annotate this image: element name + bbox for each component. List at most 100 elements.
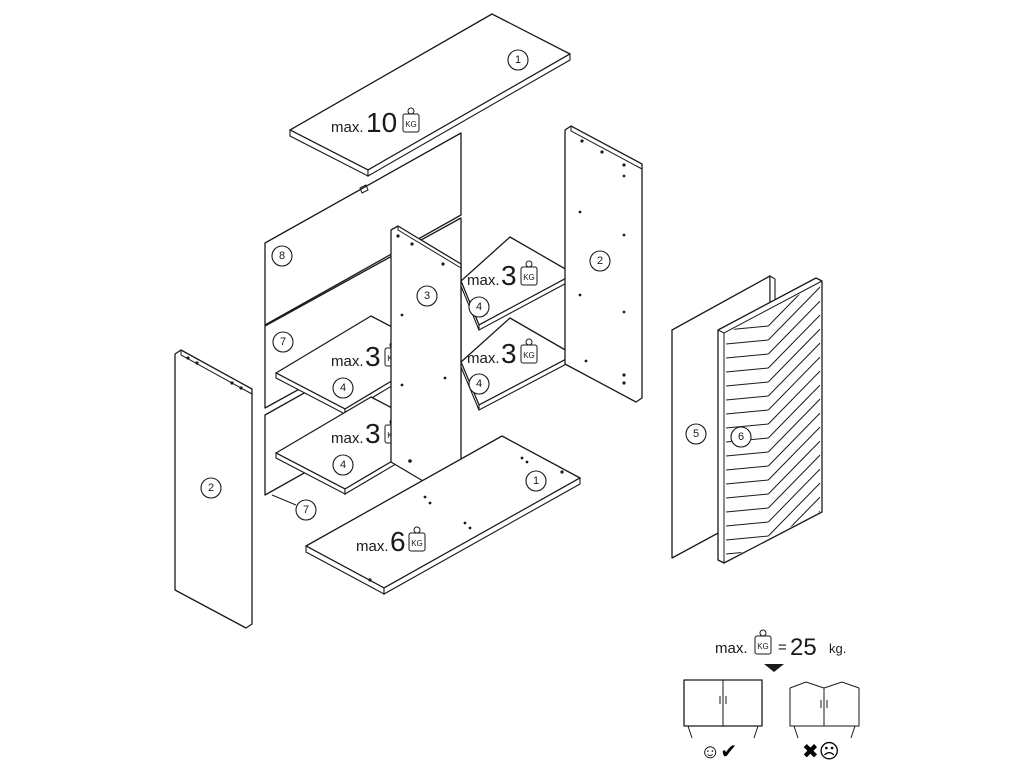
hatch-line <box>767 468 821 523</box>
door-right <box>717 277 823 564</box>
callout-door-left: 5 <box>685 423 707 445</box>
svg-text:KG: KG <box>405 120 417 129</box>
weight-icon: KG <box>754 629 772 655</box>
hatch-line <box>767 426 821 481</box>
callout-door-right: 6 <box>730 426 752 448</box>
hatch-line <box>725 395 769 401</box>
svg-text:2: 2 <box>597 255 603 267</box>
hatch-line <box>767 398 821 453</box>
svg-text:1: 1 <box>515 54 521 66</box>
svg-text:6: 6 <box>390 526 406 557</box>
cabinet-bad: ✖☹ <box>789 681 860 763</box>
svg-text:4: 4 <box>476 378 482 390</box>
callout-back-panel-middle: 7 <box>272 331 294 353</box>
svg-text:3: 3 <box>424 290 430 302</box>
svg-text:6: 6 <box>738 431 744 443</box>
hatch-line <box>767 384 821 439</box>
svg-text:1: 1 <box>533 475 539 487</box>
hatch-line <box>725 353 769 359</box>
svg-text:KG: KG <box>411 539 423 548</box>
callout-back-panel-top: 8 <box>271 245 293 267</box>
svg-text:KG: KG <box>523 351 535 360</box>
svg-text:4: 4 <box>340 459 346 471</box>
callout-center-divider: 3 <box>416 285 438 307</box>
hatch-line <box>725 479 769 485</box>
hatch-line <box>725 451 769 457</box>
load-label-shelf-right-2: max. 3 KG <box>467 338 538 369</box>
hatch-line <box>767 314 821 369</box>
svg-text:8: 8 <box>279 250 285 262</box>
hatch-line <box>767 454 821 509</box>
hatch-line <box>767 440 821 495</box>
callout-right-side-panel: 2 <box>589 250 611 272</box>
svg-text:max.: max. <box>331 430 364 447</box>
hatch-line <box>725 507 769 513</box>
callout-shelf-left-upper: 4 <box>332 377 354 399</box>
callout-left-side-panel: 2 <box>200 477 222 499</box>
hatch-line <box>725 339 769 345</box>
hatch-line <box>767 300 821 355</box>
hatch-line <box>767 283 821 327</box>
svg-text:max.: max. <box>467 272 500 289</box>
load-label-bottom: max. 6 KG <box>356 526 426 557</box>
callout-bottom-panel: 1 <box>525 470 547 492</box>
callout-top-panel: 1 <box>507 49 529 71</box>
svg-text:7: 7 <box>303 504 309 516</box>
svg-text:3: 3 <box>365 418 381 449</box>
hatch-line <box>725 521 769 527</box>
load-label-top: max. 10 KG <box>331 107 420 138</box>
svg-text:max.: max. <box>356 538 389 555</box>
callout-back-panel-lower: 7 <box>295 499 317 521</box>
svg-text:max.: max. <box>331 119 364 136</box>
ok-symbol: ☺✔ <box>700 741 737 763</box>
svg-text:=: = <box>778 639 787 656</box>
svg-text:3: 3 <box>501 260 517 291</box>
hatch-line <box>725 409 769 415</box>
hatch-line <box>767 412 821 467</box>
hatch-line <box>725 465 769 471</box>
svg-text:3: 3 <box>365 341 381 372</box>
weight-icon: KG <box>520 338 538 364</box>
hatch-line <box>725 381 769 387</box>
svg-text:kg.: kg. <box>829 641 846 656</box>
top-panel <box>289 13 571 177</box>
svg-text:KG: KG <box>523 273 535 282</box>
bad-symbol: ✖☹ <box>802 741 840 763</box>
svg-text:7: 7 <box>280 336 286 348</box>
hatch-line <box>725 367 769 373</box>
arrow-down-icon <box>764 664 784 672</box>
hatch-line <box>725 423 769 429</box>
svg-text:4: 4 <box>476 301 482 313</box>
load-label-shelf-right-1: max. 3 KG <box>467 260 538 291</box>
hatch-line <box>725 535 769 541</box>
svg-text:4: 4 <box>340 382 346 394</box>
callout-shelf-right-upper: 4 <box>468 296 490 318</box>
cabinet-ok: ☺✔ <box>683 679 763 763</box>
hatch-line <box>767 356 821 411</box>
hatch-line <box>767 328 821 383</box>
svg-text:2: 2 <box>208 482 214 494</box>
svg-text:KG: KG <box>757 642 769 651</box>
back-panel-top <box>264 132 462 326</box>
svg-text:25: 25 <box>790 634 817 661</box>
hatch-line <box>767 482 821 537</box>
hatch-line <box>767 342 821 397</box>
shelf-right-upper <box>460 236 575 331</box>
svg-text:max.: max. <box>331 353 364 370</box>
bottom-panel <box>305 435 581 595</box>
callout-shelf-right-lower: 4 <box>468 373 490 395</box>
svg-text:5: 5 <box>693 428 699 440</box>
weight-icon: KG <box>520 260 538 286</box>
hatch-line <box>767 286 821 341</box>
hatch-line <box>725 493 769 499</box>
weight-icon: KG <box>402 107 420 133</box>
svg-text:max.: max. <box>467 350 500 367</box>
svg-text:3: 3 <box>501 338 517 369</box>
total-load: max. KG = 25 kg. <box>715 629 846 672</box>
center-divider <box>390 225 462 501</box>
weight-icon: KG <box>408 526 426 552</box>
callout-shelf-left-lower: 4 <box>332 454 354 476</box>
svg-text:max.: max. <box>715 640 748 657</box>
hatch-line <box>767 370 821 425</box>
